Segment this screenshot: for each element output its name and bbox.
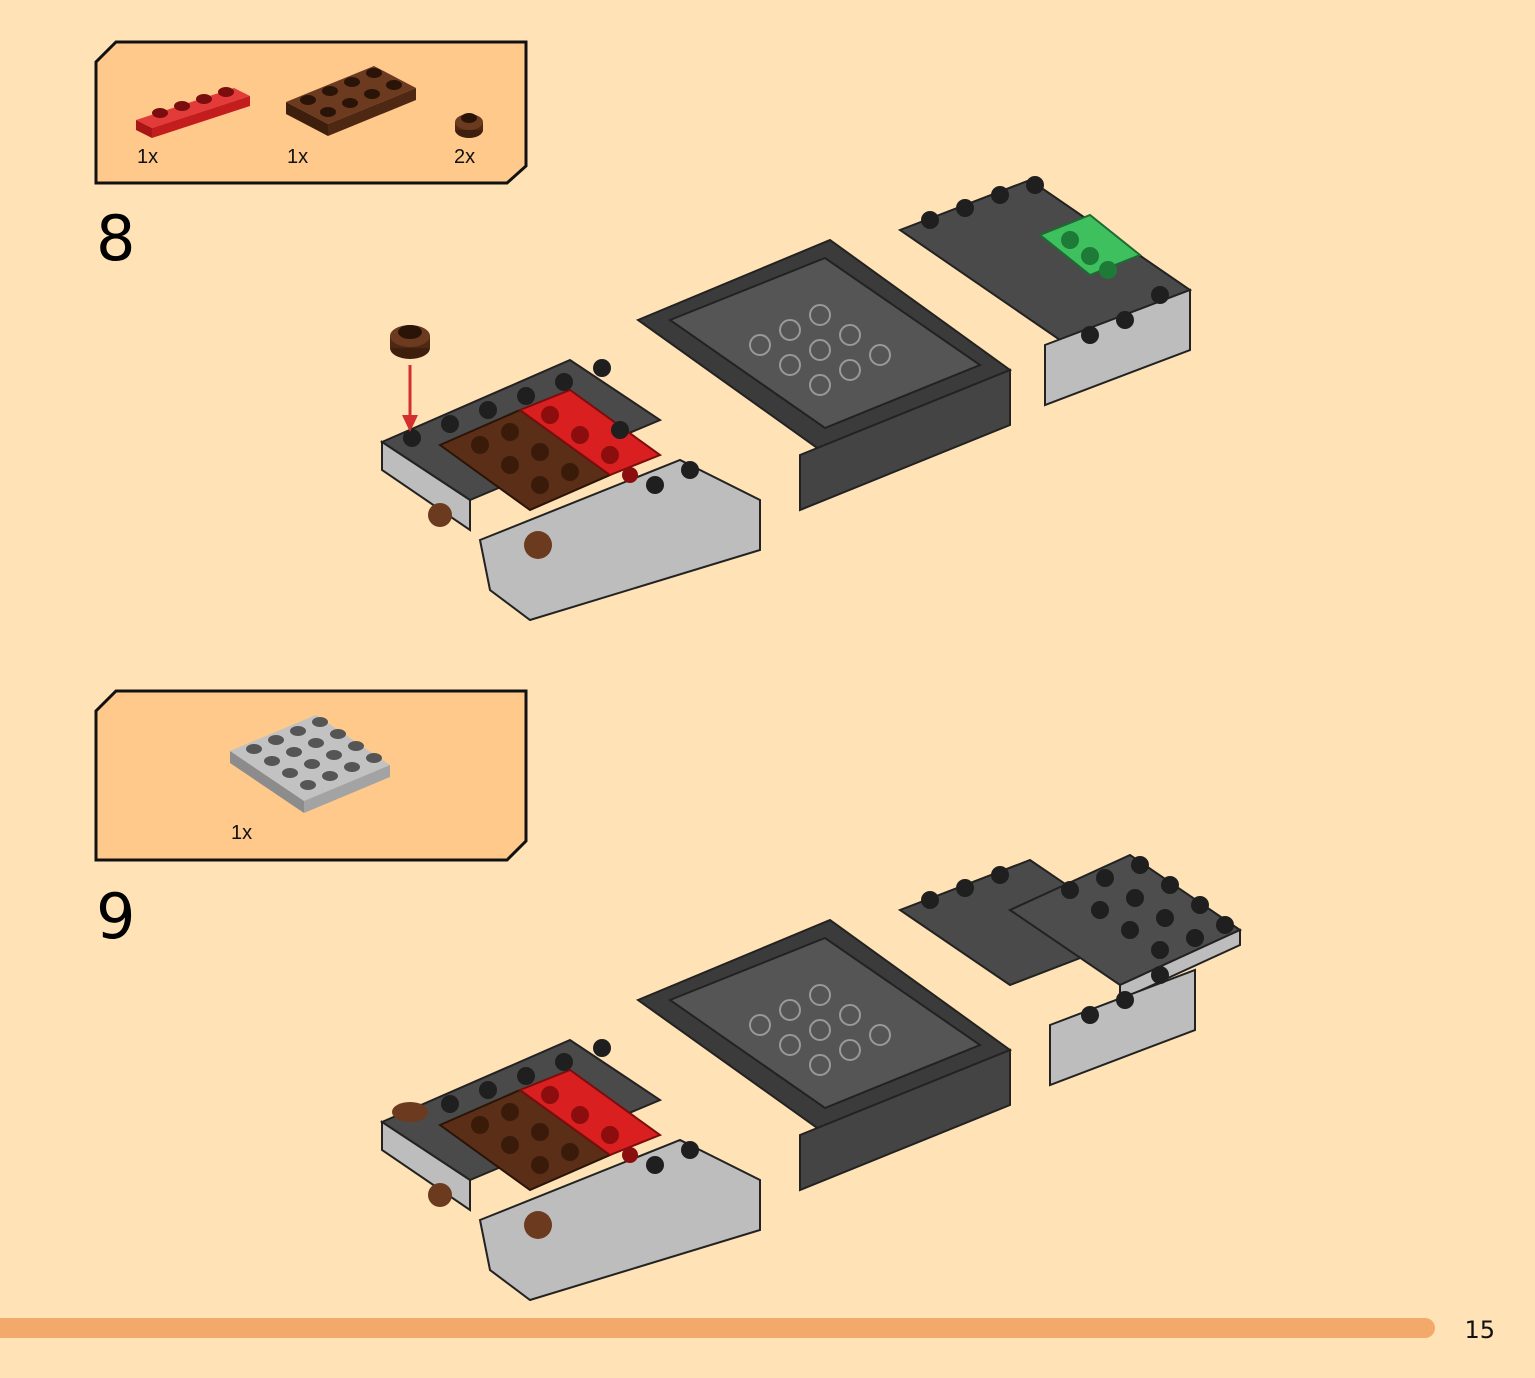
step-number: 9: [96, 880, 136, 953]
build-model-step-8: [370, 170, 1210, 635]
red-plate-1x4-icon: [136, 87, 250, 138]
step-number: 8: [96, 202, 136, 275]
part-qty: 1x: [137, 146, 159, 168]
brown-plate-2x4-icon: [286, 66, 416, 136]
brown-round-plate-1x1-icon: [390, 325, 430, 359]
light-gray-plate-4x4-icon: [230, 715, 390, 813]
page-number: 15: [1464, 1316, 1495, 1344]
placement-arrow-icon: [402, 365, 418, 432]
part-qty: 1x: [231, 822, 253, 844]
brown-round-plate-1x1-icon: [455, 113, 483, 138]
part-qty: 2x: [454, 146, 476, 168]
parts-callout-step-8: 1x 1x 2x: [94, 40, 528, 185]
parts-callout-step-9: 1x: [94, 689, 528, 862]
progress-bar: [0, 1318, 1435, 1338]
build-model-step-9: [370, 850, 1250, 1315]
part-qty: 1x: [287, 146, 309, 168]
